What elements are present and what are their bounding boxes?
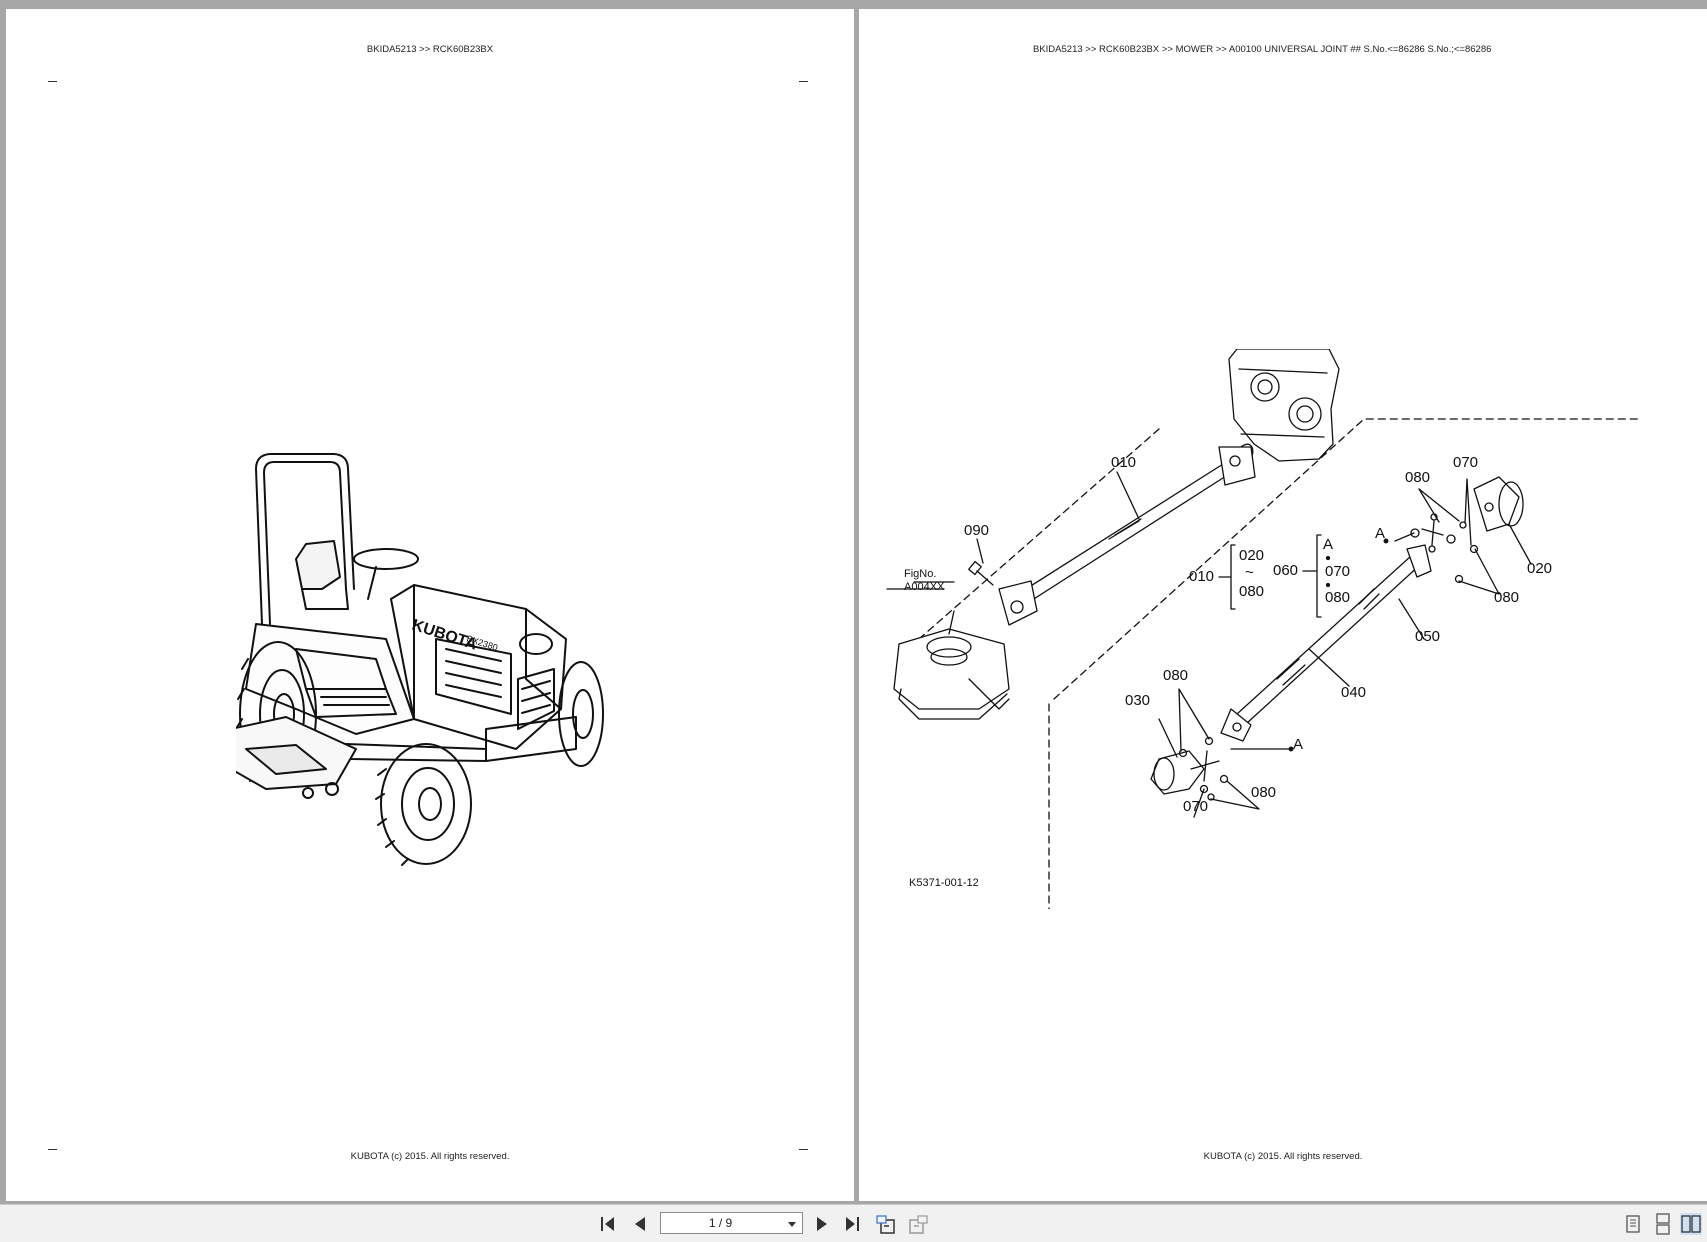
two-page-view-icon[interactable] [1680, 1213, 1702, 1235]
group2-a: A [1323, 536, 1333, 553]
group2-main: 060 [1273, 562, 1298, 579]
next-page-icon[interactable] [811, 1213, 833, 1235]
callout-030: 030 [1125, 692, 1150, 709]
crop-mark [48, 1149, 57, 1150]
page-number-select[interactable]: 1 / 9 [660, 1212, 803, 1234]
page-footer: KUBOTA (c) 2015. All rights reserved. [350, 1151, 510, 1162]
crop-mark [48, 81, 57, 82]
chevron-down-icon[interactable] [788, 1222, 796, 1227]
page-header: BKIDA5213 >> RCK60B23BX [366, 44, 494, 55]
document-viewport[interactable]: BKIDA5213 >> RCK60B23BX [0, 0, 1707, 1204]
go-back-view-icon[interactable] [875, 1213, 897, 1235]
page-indicator: 1 / 9 [708, 1216, 733, 1230]
callout-070-bottom: 070 [1183, 798, 1208, 815]
universal-joint-exploded-diagram: 010 090 FigNo. A004XX 070 080 A 020 080 … [886, 349, 1640, 909]
single-page-view-icon[interactable] [1622, 1213, 1644, 1235]
callout-040: 040 [1341, 684, 1366, 701]
callout-050: 050 [1415, 628, 1440, 645]
callout-020: 020 [1527, 560, 1552, 577]
callout-080-bottom-right: 080 [1251, 784, 1276, 801]
continuous-view-icon[interactable] [1652, 1213, 1674, 1235]
group1-bottom: 080 [1239, 583, 1264, 600]
drawing-code: K5371-001-12 [909, 877, 979, 889]
first-page-icon[interactable] [597, 1213, 619, 1235]
viewer-toolbar: 1 / 9 [0, 1204, 1707, 1242]
callout-070-top: 070 [1453, 454, 1478, 471]
crop-mark [799, 81, 808, 82]
callout-010: 010 [1111, 454, 1136, 471]
page-2: BKIDA5213 >> RCK60B23BX >> MOWER >> A001… [859, 9, 1707, 1201]
tractor-illustration: KUBOTA BX2380 [236, 453, 604, 866]
group2-070: 070 [1325, 563, 1350, 580]
crop-mark [799, 1149, 808, 1150]
fig-ref-code: A004XX [904, 581, 945, 593]
page-header: BKIDA5213 >> RCK60B23BX >> MOWER >> A001… [1033, 44, 1492, 55]
callout-point-a-top: A [1375, 525, 1385, 542]
group1-tilde: ~ [1245, 564, 1254, 581]
page-1: BKIDA5213 >> RCK60B23BX [6, 9, 854, 1201]
callout-080-right: 080 [1494, 589, 1519, 606]
previous-page-icon[interactable] [629, 1213, 651, 1235]
group2-080: 080 [1325, 589, 1350, 606]
callout-080-top: 080 [1405, 469, 1430, 486]
group1-top: 020 [1239, 547, 1264, 564]
callout-080-bottom-left: 080 [1163, 667, 1188, 684]
fig-ref-label: FigNo. [904, 568, 936, 580]
callout-point-a-bottom: A [1293, 736, 1303, 753]
group1-main: 010 [1189, 568, 1214, 585]
last-page-icon[interactable] [841, 1213, 863, 1235]
page-footer: KUBOTA (c) 2015. All rights reserved. [1203, 1151, 1363, 1162]
callout-090: 090 [964, 522, 989, 539]
go-forward-view-icon[interactable] [907, 1213, 929, 1235]
